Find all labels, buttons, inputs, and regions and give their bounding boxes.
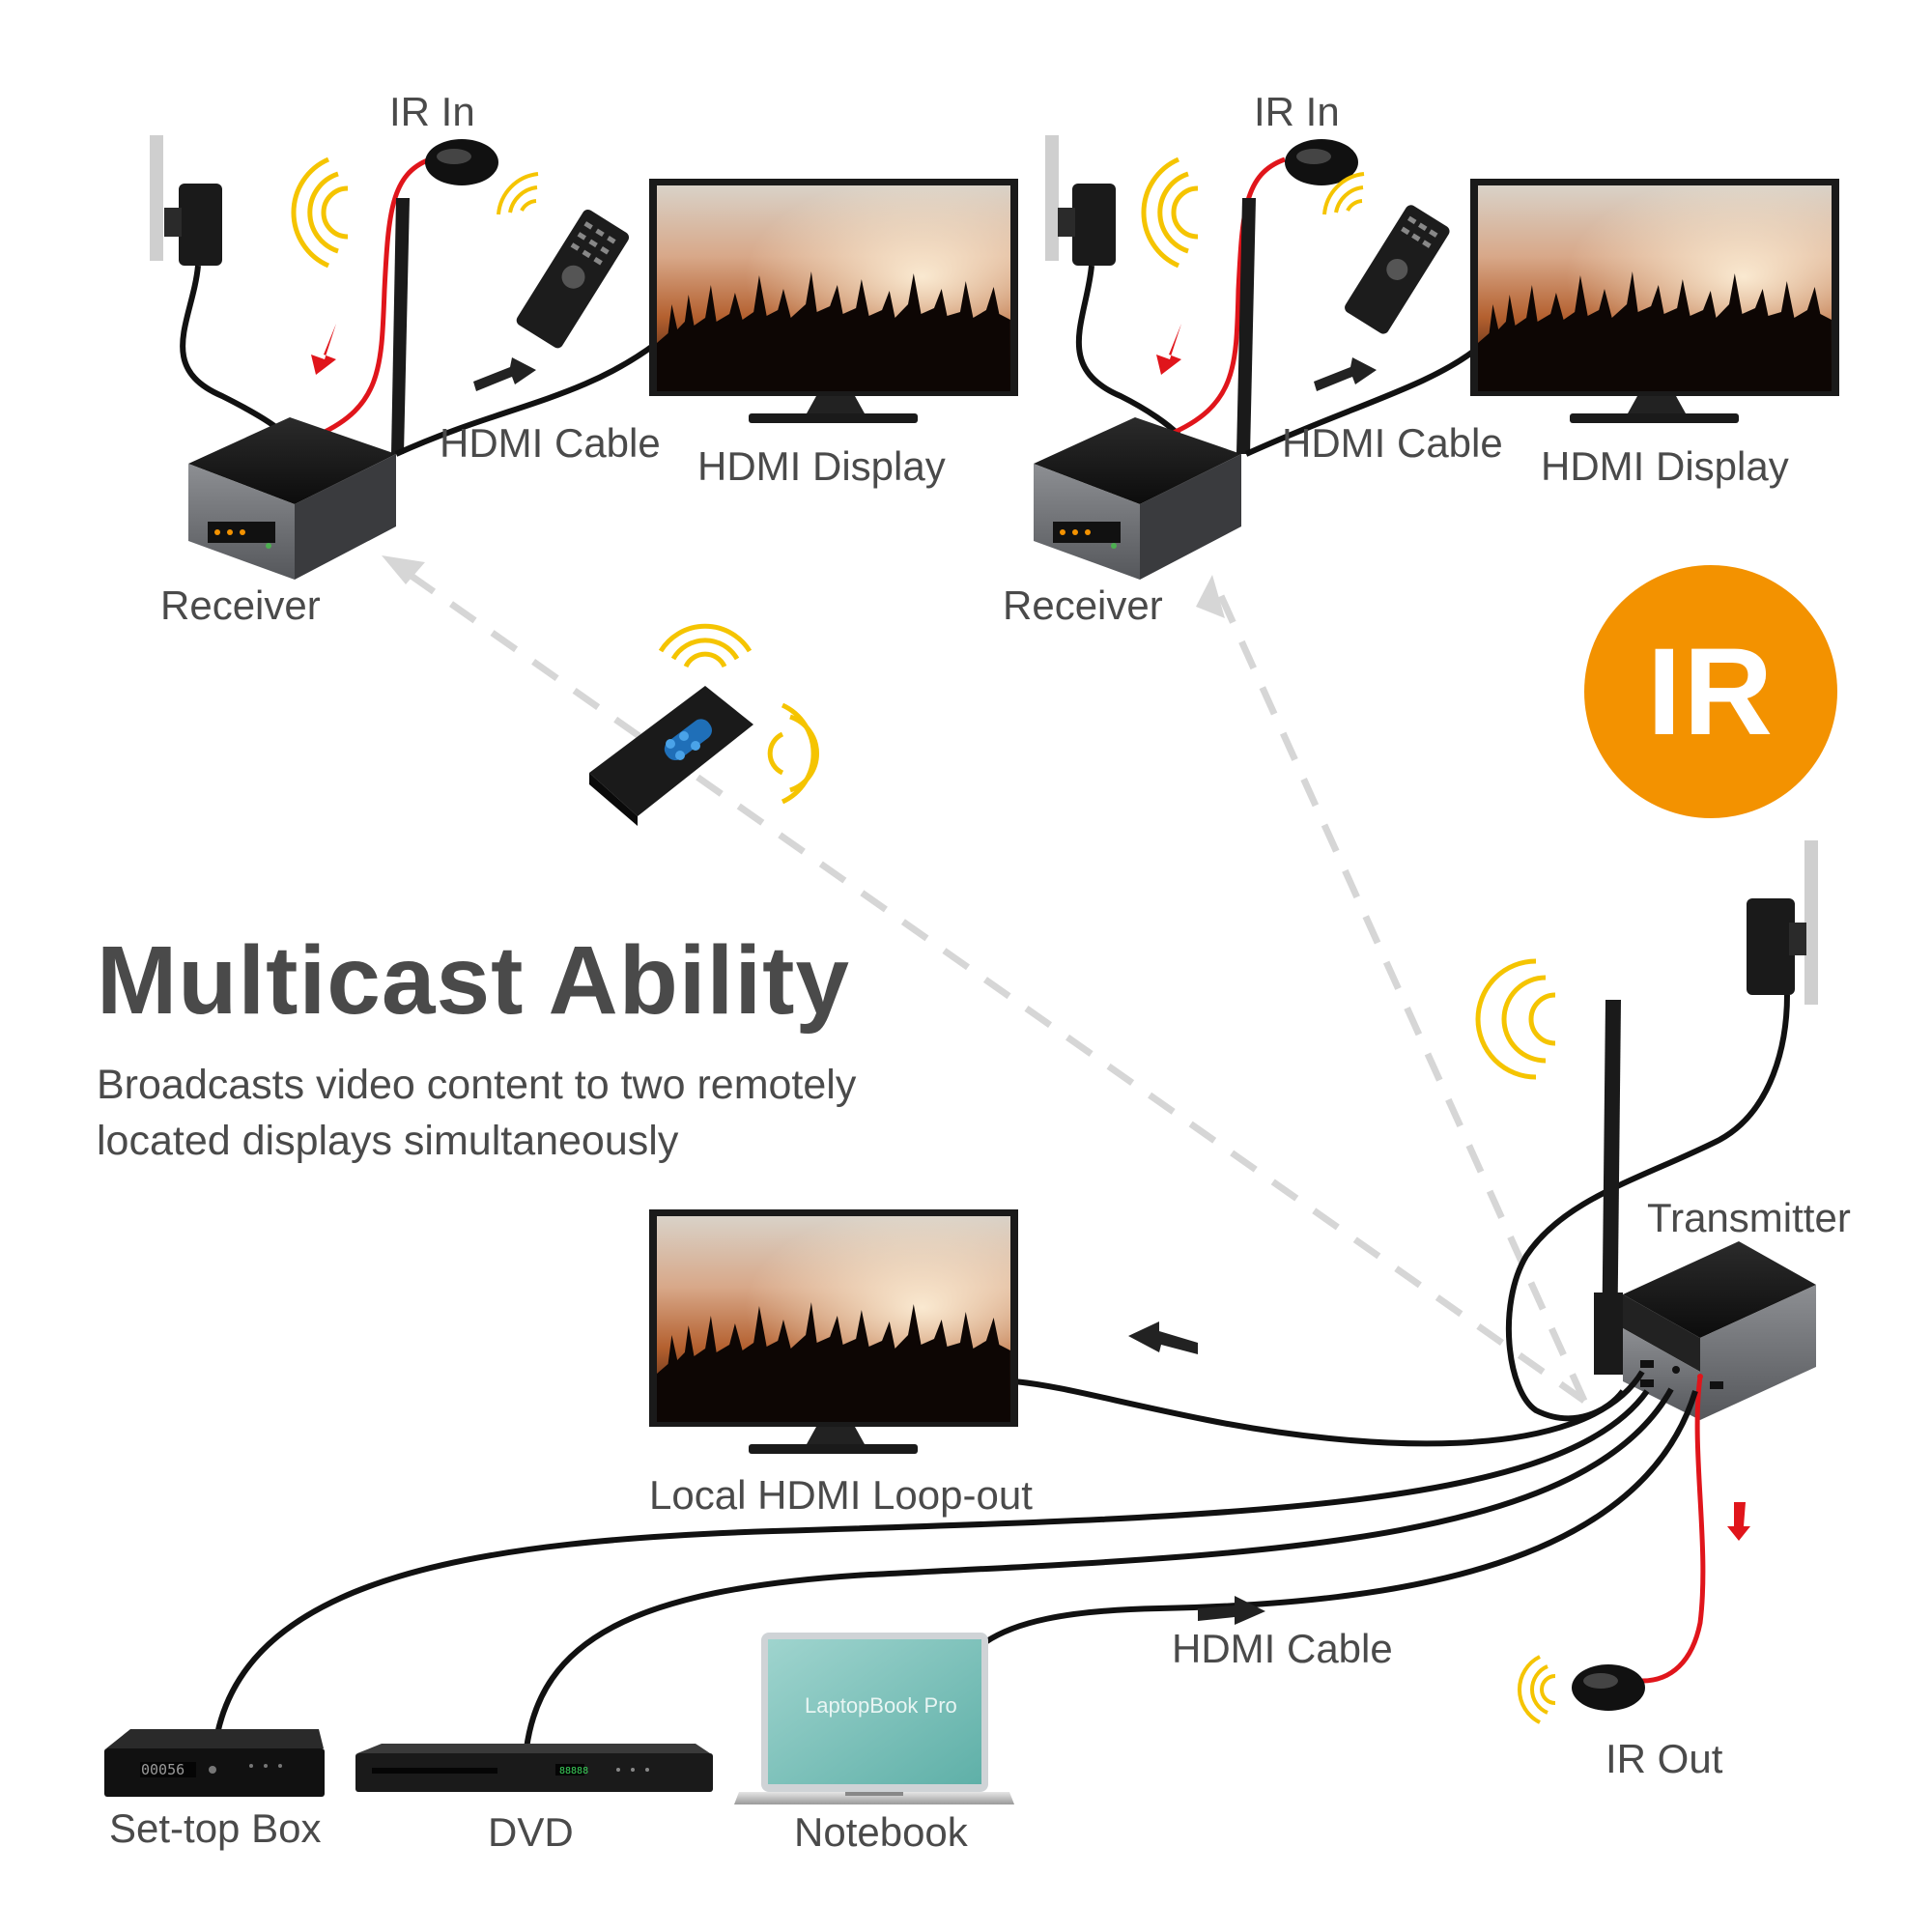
arrow-icon <box>473 357 536 391</box>
hdmi-cable-label-bottom: HDMI Cable <box>1172 1626 1393 1671</box>
hdmi-display-label-left: HDMI Display <box>697 443 946 489</box>
settop-box-device <box>104 1729 325 1797</box>
headline: Multicast Ability <box>97 926 851 1035</box>
antenna-icon <box>391 198 410 454</box>
antenna-icon <box>1602 1000 1621 1362</box>
transmitter-set <box>1475 840 1818 1724</box>
settop-box-label: Set-top Box <box>109 1805 322 1851</box>
receiver-right-set <box>1034 135 1839 580</box>
ir-sensor-icon <box>1285 139 1358 185</box>
hdmi-cables-transmitter <box>214 1370 1698 1749</box>
hdmi-cable-label-right: HDMI Cable <box>1282 420 1503 466</box>
subtitle-line-1: Broadcasts video content to two remotely <box>97 1062 857 1108</box>
receiver-left-box <box>188 417 396 580</box>
hdmi-cable-label-left: HDMI Cable <box>440 420 661 466</box>
ir-in-label-right: IR In <box>1254 89 1340 134</box>
ir-wave-icon <box>1322 172 1365 215</box>
receiver-left-set <box>150 135 1018 580</box>
dvd-device: 88888 <box>355 1744 713 1792</box>
ir-wave-icon <box>1518 1655 1556 1724</box>
ir-badge: IR <box>1584 565 1837 818</box>
tv-remote-icon <box>1345 205 1450 334</box>
arrow-icon <box>311 324 336 375</box>
transmitter-box <box>1623 1241 1816 1420</box>
ir-wave-icon <box>291 156 349 269</box>
arrow-icon <box>1196 575 1225 618</box>
ir-wave-icon <box>1141 156 1199 269</box>
receiver-right-box <box>1034 417 1241 580</box>
settop-display: 00056 <box>141 1761 185 1778</box>
small-remote-icon <box>589 686 753 826</box>
ir-badge-text: IR <box>1647 622 1775 761</box>
svg-text:88888: 88888 <box>559 1766 588 1776</box>
ir-wave-icon <box>767 702 820 805</box>
notebook-label: Notebook <box>794 1809 968 1855</box>
arrow-icon <box>1314 357 1377 391</box>
ir-wave-icon <box>1475 958 1556 1080</box>
receiver-label-right: Receiver <box>1003 582 1163 628</box>
ir-sensor-icon <box>1572 1664 1645 1711</box>
ir-wave-icon <box>658 623 753 668</box>
notebook-screen-text: LaptopBook Pro <box>805 1693 957 1718</box>
loop-out-label: Local HDMI Loop-out <box>649 1472 1033 1518</box>
antenna-icon <box>1236 198 1256 454</box>
tv-remote-icon <box>516 210 630 349</box>
arrow-icon <box>1156 324 1181 375</box>
wall-adapter-icon <box>1058 184 1116 266</box>
arrow-icon <box>1128 1321 1198 1354</box>
arrow-icon <box>1198 1596 1265 1625</box>
wall-adapter-icon <box>164 184 222 266</box>
broadcast-dashed-lines <box>393 562 1588 1404</box>
notebook-device <box>734 1633 1014 1804</box>
subtitle-line-2: located displays simultaneously <box>97 1118 679 1164</box>
ir-out-label: IR Out <box>1605 1736 1723 1781</box>
hdmi-display-label-right: HDMI Display <box>1541 443 1789 489</box>
arrow-icon <box>382 555 425 584</box>
arrow-icon <box>1727 1502 1750 1541</box>
ir-in-label-left: IR In <box>389 89 475 134</box>
dvd-label: DVD <box>488 1809 574 1855</box>
local-loopout-display <box>649 1209 1018 1454</box>
hdmi-display-left <box>649 179 1018 423</box>
receiver-label-left: Receiver <box>160 582 321 628</box>
wall-adapter-icon <box>1747 898 1806 995</box>
ir-sensor-icon <box>425 139 498 185</box>
ir-wave-icon <box>497 172 539 215</box>
hdmi-display-right <box>1470 179 1839 423</box>
transmitter-label: Transmitter <box>1647 1195 1851 1240</box>
